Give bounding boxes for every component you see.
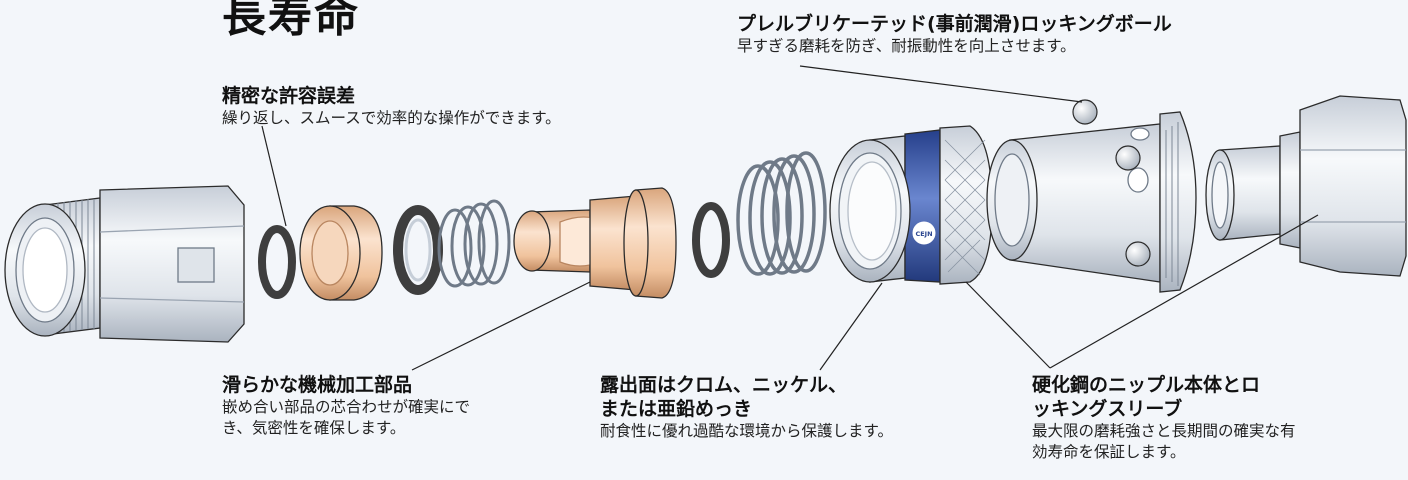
locking-sleeve xyxy=(829,125,993,285)
leader-balls xyxy=(799,65,1083,103)
leader-machined xyxy=(411,281,591,371)
body-ribs xyxy=(1165,122,1179,286)
callout-locking-balls-desc: 早すぎる磨耗を防ぎ、耐振動性を向上させます。 xyxy=(737,37,1076,55)
callout-plating-desc: 耐食性に優れ過酷な環境から保護します。 xyxy=(600,422,893,440)
brass-bushing xyxy=(299,205,383,301)
callout-steel-title-2: ッキングスリーブ xyxy=(1032,398,1183,420)
callout-steel-desc-1: 最大限の磨耗強さと長期間の確実な有 xyxy=(1032,422,1296,440)
brass-valve xyxy=(513,187,677,299)
callout-tolerance: 精密な許容誤差 繰り返し、スムースで効率的な操作ができます。 xyxy=(222,84,561,129)
locking-ball-2 xyxy=(1115,145,1141,171)
callout-plating-title-2: または亜鉛めっき xyxy=(600,398,753,420)
leader-tolerance xyxy=(261,125,287,227)
callout-locking-balls: プレルブリケーテッド(事前潤滑)ロッキングボール 早すぎる磨耗を防ぎ、耐振動性を… xyxy=(737,12,1172,57)
callout-plating: 露出面はクロム、ニッケル、 または亜鉛めっき 耐食性に優れ過酷な環境から保護しま… xyxy=(600,373,893,442)
leader-lines xyxy=(261,65,1319,371)
locking-ball-3 xyxy=(1125,241,1151,267)
large-spring xyxy=(736,151,827,276)
callout-machined: 滑らかな機械加工部品 嵌め合い部品の芯合わせが確実にで き、気密性を確保します。 xyxy=(222,373,470,439)
callout-steel-title-1: 硬化鋼のニップル本体とロ xyxy=(1032,374,1261,396)
page-heading: 長寿命 xyxy=(222,0,360,42)
leader-plating xyxy=(819,282,883,371)
coupling-body xyxy=(986,111,1197,293)
callout-tolerance-desc: 繰り返し、スムースで効率的な操作ができます。 xyxy=(222,109,561,127)
right-nipple xyxy=(1205,95,1407,277)
callout-machined-desc-1: 嵌め合い部品の芯合わせが確実にで xyxy=(222,398,471,416)
cejn-logo-badge: CEJN xyxy=(912,221,936,245)
callout-machined-desc-2: き、気密性を確保します。 xyxy=(222,419,406,437)
seal-ring xyxy=(393,205,443,295)
leader-steel-b xyxy=(1049,214,1319,369)
locking-ball-1 xyxy=(1072,99,1098,125)
callout-steel-desc-2: 効寿命を保証します。 xyxy=(1032,443,1186,461)
knurl-pattern xyxy=(944,139,986,276)
cejn-logo-text: CEJN xyxy=(915,230,932,238)
callout-hardened-steel: 硬化鋼のニップル本体とロ ッキングスリーブ 最大限の磨耗強さと長期間の確実な有 … xyxy=(1032,373,1296,463)
callout-locking-balls-title: プレルブリケーテッド(事前潤滑)ロッキングボール xyxy=(737,13,1172,35)
callout-machined-title: 滑らかな機械加工部品 xyxy=(222,374,413,396)
callout-tolerance-title: 精密な許容誤差 xyxy=(222,85,356,107)
leader-steel-a xyxy=(965,281,1051,369)
o-ring-1 xyxy=(258,225,296,299)
small-spring xyxy=(437,199,511,288)
callout-plating-title-1: 露出面はクロム、ニッケル、 xyxy=(600,374,848,396)
left-nipple-body xyxy=(4,185,245,343)
o-ring-2 xyxy=(692,202,730,278)
